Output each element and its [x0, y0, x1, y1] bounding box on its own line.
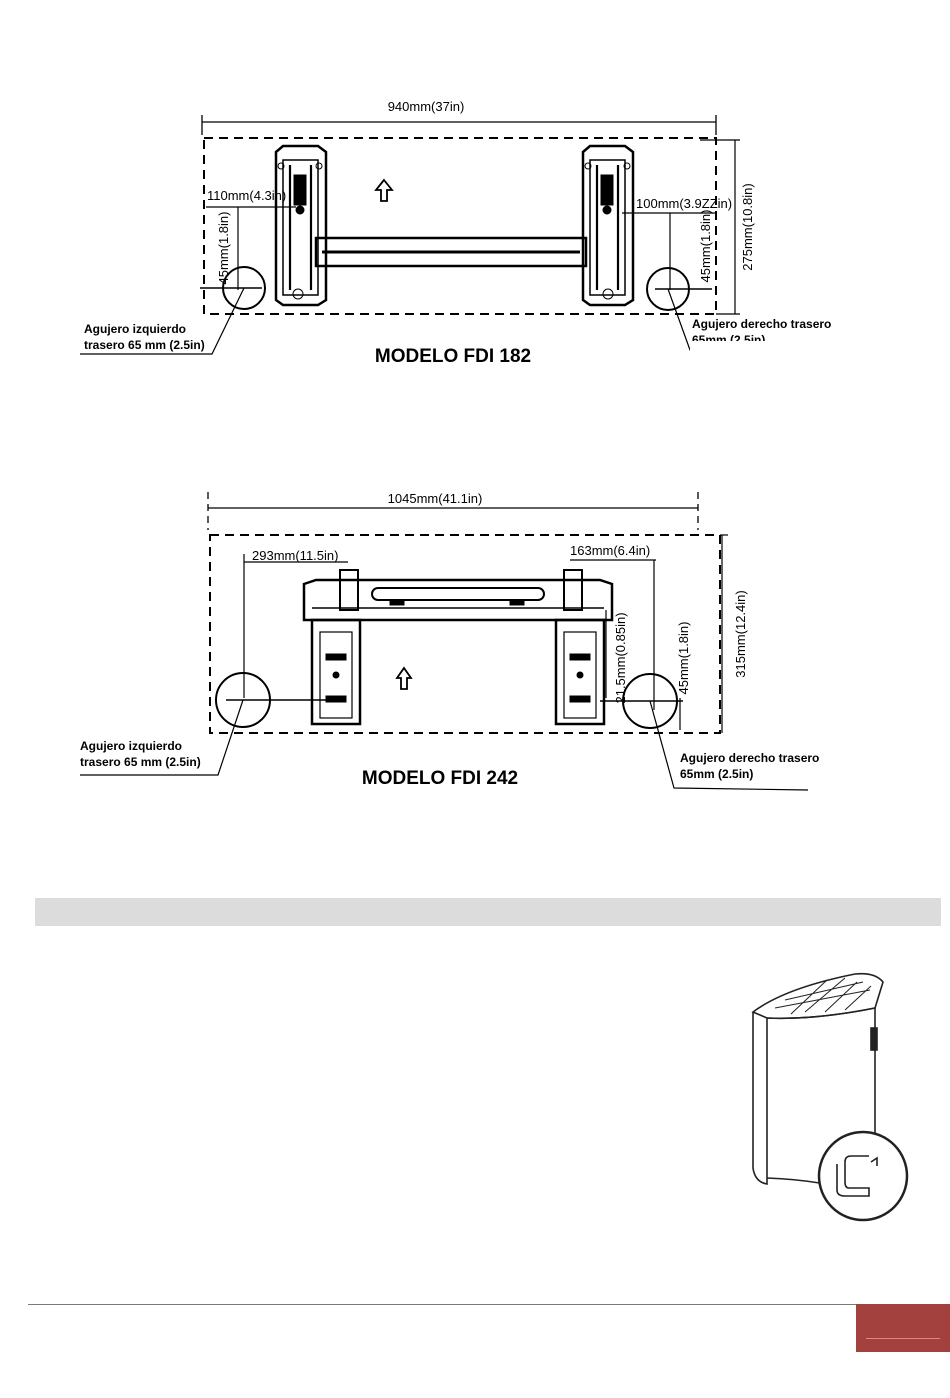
- model-title-fdi-242: MODELO FDI 242: [362, 768, 518, 789]
- left-hole-label-line2: trasero 65 mm (2.5in): [84, 338, 205, 352]
- crossbar: [314, 236, 588, 268]
- right-bracket: [581, 144, 635, 307]
- left-hole-height-label: 45mm(1.8in): [216, 212, 231, 285]
- right-hole-height-label: 45mm(1.8in): [698, 210, 713, 283]
- width-dimension-label: 1045mm(41.1in): [388, 491, 483, 506]
- up-arrow-icon: [374, 178, 394, 202]
- left-hole-label-line1: Agujero izquierdo: [80, 739, 182, 753]
- right-hole-height-label: 45mm(1.8in): [676, 622, 691, 695]
- height-dimension-label: 275mm(10.8in): [740, 183, 755, 270]
- left-hole-label-line2: trasero 65 mm (2.5in): [80, 755, 201, 769]
- right-hole-label-line1: Agujero derecho trasero: [680, 751, 819, 765]
- height-dimension-label: 315mm(12.4in): [733, 590, 748, 677]
- section-header-bar: [35, 898, 941, 926]
- mounting-diagram-fdi-242: 1045mm(41.1in) 315mm(12.4in) 293mm(11.5i…: [80, 491, 819, 791]
- right-offset-label: 163mm(6.4in): [570, 543, 650, 558]
- left-bracket: [274, 144, 328, 307]
- indoor-unit-illustration: [751, 972, 909, 1222]
- wall-bracket: [302, 569, 614, 726]
- right-offset-label: 100mm(3.9ZZin): [636, 196, 732, 211]
- unit-outline: [209, 534, 721, 734]
- up-arrow-icon: [395, 666, 413, 690]
- left-offset-label: 293mm(11.5in): [252, 548, 338, 563]
- model-title-fdi-182: MODELO FDI 182: [375, 346, 531, 367]
- width-dimension-label: 940mm(37in): [388, 99, 465, 114]
- left-offset-label: 110mm(4.3in): [207, 188, 286, 203]
- left-hole-label-line1: Agujero izquierdo: [84, 322, 186, 336]
- small-dimension-label: 21.5mm(0.85in): [613, 612, 628, 703]
- right-hole-label-line2: 65mm (2.5in): [680, 767, 753, 781]
- unit-outline: [203, 137, 717, 315]
- right-hole-label-line1: Agujero derecho trasero: [692, 317, 831, 331]
- footer-rule: [28, 1304, 856, 1305]
- mounting-diagram-fdi-182: 940mm(37in) 275mm(10.8in) 110: [80, 99, 840, 367]
- footer-page-tab: [856, 1304, 950, 1352]
